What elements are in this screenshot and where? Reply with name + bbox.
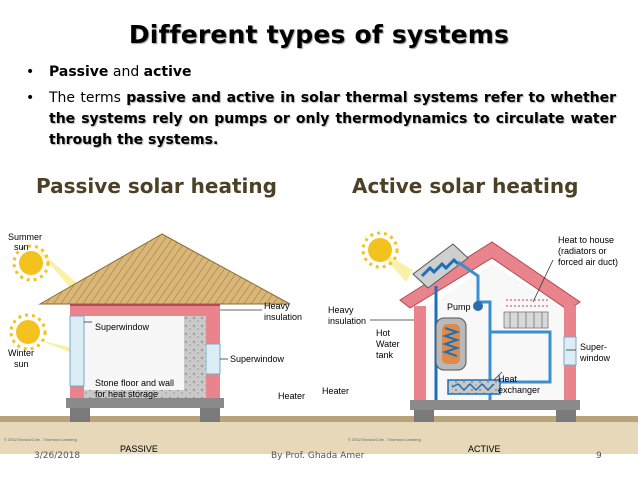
active-diagram: Heat to house (radiators or forced air d… xyxy=(318,231,638,454)
radiator-icon xyxy=(503,299,549,329)
summer-sun-icon xyxy=(12,244,50,282)
heat-to-house-label-2: (radiators or xyxy=(558,246,607,256)
super-window-label-2: window xyxy=(579,353,611,363)
pump-icon xyxy=(473,301,483,311)
hot-water-tank-icon xyxy=(435,317,467,371)
heat-to-house-label-1: Heat to house xyxy=(558,235,614,245)
active-caption: ACTIVE xyxy=(468,444,501,454)
bullet-dot-icon: • xyxy=(26,90,35,106)
passive-diagram: Summer sun Winter sun Superwindow Heavy … xyxy=(0,232,325,454)
hot-water-tank-label-3: tank xyxy=(376,350,394,360)
bullet-lead: The terms xyxy=(49,90,127,106)
heat-exchanger-label-2: exchanger xyxy=(498,385,540,395)
pump-label: Pump xyxy=(447,302,471,312)
heavy-insulation-label-1: Heavy xyxy=(328,305,354,315)
passive-copyright: © 2002 Brooks/Cole - Thomson Learning xyxy=(4,437,77,442)
bullet-emphasis: passive and active in solar thermal syst… xyxy=(49,90,617,148)
sun-icon xyxy=(361,231,399,269)
stone-floor-label-1: Stone floor and wall xyxy=(95,378,174,388)
passive-caption: PASSIVE xyxy=(120,444,158,454)
summer-sun-label-1: Summer xyxy=(8,232,42,242)
passive-heading: Passive solar heating xyxy=(36,174,277,198)
active-copyright: © 2002 Brooks/Cole - Thomson Learning xyxy=(348,437,421,442)
super-window-label-1: Super- xyxy=(580,342,607,352)
bullet-item: • Passive and active xyxy=(26,62,616,83)
heater-label: Heater xyxy=(322,386,349,396)
heavy-insulation-label-2: insulation xyxy=(264,312,302,322)
superwindow-inner-label: Superwindow xyxy=(95,322,150,332)
solar-collector-icon xyxy=(412,243,469,289)
footer-page-number: 9 xyxy=(596,451,602,461)
footer-author: By Prof. Ghada Amer xyxy=(271,451,365,461)
heavy-insulation-label-1: Heavy xyxy=(264,301,290,311)
heater-label: Heater xyxy=(278,391,305,401)
slide-title: Different types of systems xyxy=(128,20,510,49)
bullet-list: • Passive and active • The terms passive… xyxy=(26,62,616,156)
active-heading: Active solar heating xyxy=(352,174,579,198)
heat-to-house-label-3: forced air duct) xyxy=(558,257,618,267)
superwindow-side-label: Superwindow xyxy=(230,354,285,364)
bullet-dot-icon: • xyxy=(26,64,35,80)
hot-water-tank-label-1: Hot xyxy=(376,328,391,338)
winter-sun-icon xyxy=(9,313,47,351)
heat-exchanger-label-1: Heat xyxy=(498,374,518,384)
hot-water-tank-label-2: Water xyxy=(376,339,400,349)
bullet-and: and xyxy=(108,64,144,80)
bullet-active: active xyxy=(143,64,192,80)
heavy-insulation-label-2: insulation xyxy=(328,316,366,326)
winter-sun-label-1: Winter xyxy=(8,348,34,358)
bullet-passive: Passive xyxy=(49,64,109,80)
summer-sun-label-2: sun xyxy=(14,242,29,252)
footer-date: 3/26/2018 xyxy=(34,451,81,461)
stone-floor-label-2: for heat storage xyxy=(95,389,158,399)
bullet-item: • The terms passive and active in solar … xyxy=(26,88,616,151)
winter-sun-label-2: sun xyxy=(14,359,29,369)
